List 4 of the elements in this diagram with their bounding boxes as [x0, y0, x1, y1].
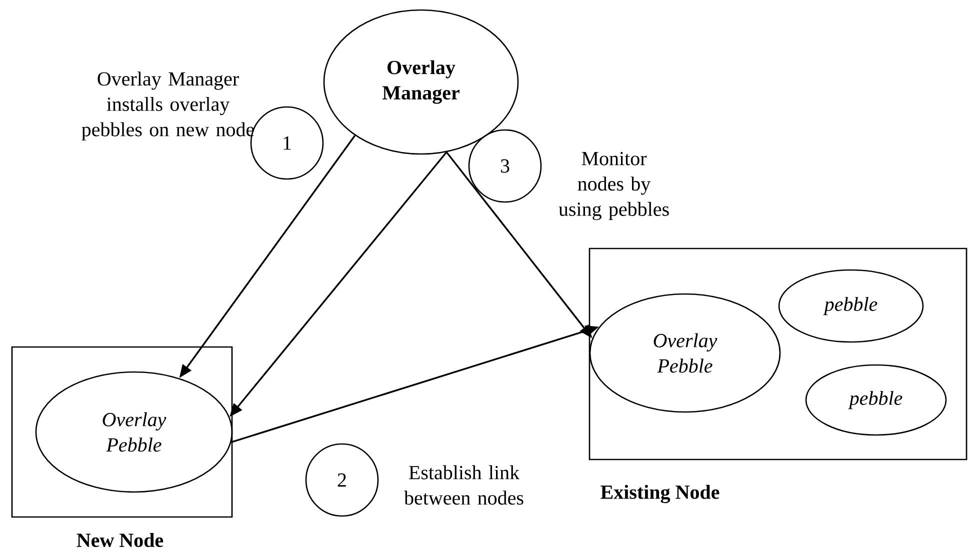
step-description: Establish link between nodes	[404, 465, 524, 505]
node-heading: Existing Node	[600, 484, 720, 504]
node-heading: New Node	[76, 532, 164, 548]
step-description: Monitor nodes by using pebbles	[558, 152, 669, 220]
